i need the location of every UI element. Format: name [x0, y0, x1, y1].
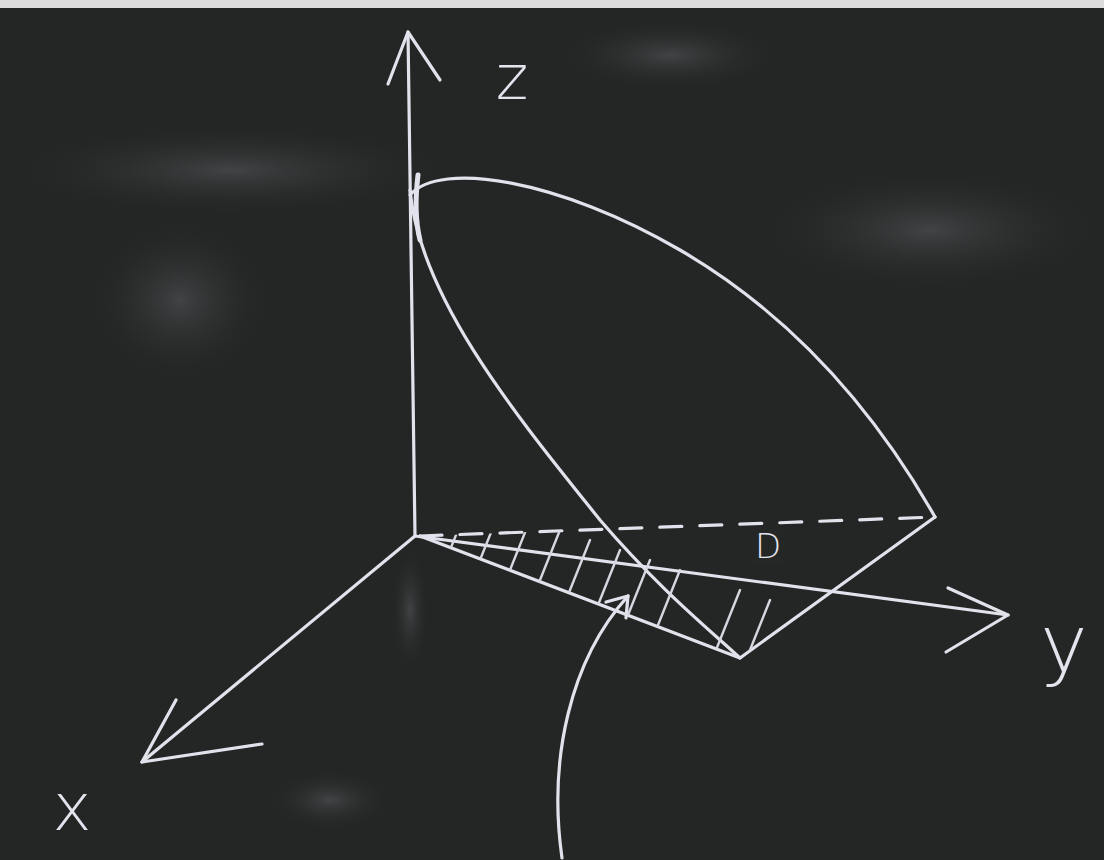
domain-label: D: [751, 528, 785, 564]
surface-apex: [416, 175, 420, 240]
z-axis: [408, 32, 415, 536]
domain-edge: [420, 517, 935, 658]
y-axis-label: y: [1040, 605, 1087, 685]
surface-top-curve: [410, 178, 935, 517]
surface-front-curve: [410, 190, 740, 658]
chalk-smudge: [760, 170, 1100, 290]
x-axis-label: x: [52, 775, 91, 841]
y-arrowhead: [946, 588, 1008, 652]
chalk-smudge: [90, 220, 270, 380]
board-frame: [0, 0, 1104, 8]
domain-dashed-edge: [420, 517, 935, 536]
leader-arrowhead: [606, 596, 628, 618]
domain-hatching: [430, 500, 910, 700]
chalk-smudge: [10, 125, 450, 215]
chalk-smudge: [560, 20, 780, 90]
x-arrowhead: [142, 700, 262, 762]
x-axis: [142, 536, 415, 762]
leader-line: [558, 596, 628, 858]
y-axis: [415, 536, 1008, 615]
chalk-smudge: [392, 550, 428, 670]
z-arrowhead: [388, 32, 440, 84]
z-axis-label: z: [496, 47, 529, 109]
chalk-smudge: [270, 770, 390, 830]
